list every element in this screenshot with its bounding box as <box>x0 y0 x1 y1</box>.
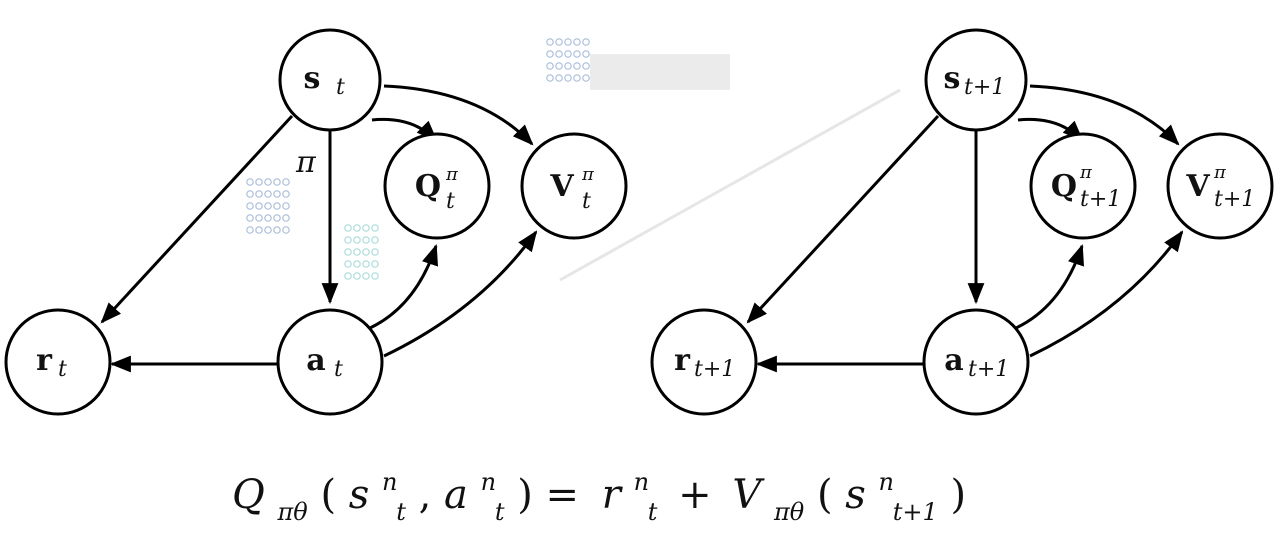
node-q-value: Q π t <box>383 132 491 240</box>
watermark-decoration <box>246 38 901 282</box>
node-v-base: V <box>549 169 574 204</box>
node-q-value: Q π t+1 <box>1029 132 1137 240</box>
edge-s-to-r <box>100 114 294 324</box>
node-state: s t <box>278 28 382 132</box>
edge-a-to-Q <box>369 244 438 330</box>
svg-text:Q πθ ( s: Q πθ ( s n t , a n t ) = r n t + V πθ ( … <box>232 454 966 530</box>
edge-s-to-V <box>1029 84 1180 146</box>
value-equation: Q πθ ( s n t , a n t ) = r n t + V πθ ( … <box>232 454 966 530</box>
node-v-sup: π <box>1213 162 1227 183</box>
eq-V-sub: πθ <box>773 498 805 526</box>
eq-r-sub: t <box>648 498 658 526</box>
node-v-value: V π t+1 <box>1166 132 1274 240</box>
node-a-sub: t+1 <box>968 357 1009 382</box>
edge-a-to-Q <box>1015 244 1084 330</box>
eq-arg1: s <box>349 472 370 518</box>
eq-r-sup: n <box>634 468 649 496</box>
node-reward: r t <box>4 308 112 416</box>
eq-arg3-sub: t+1 <box>893 498 938 526</box>
eq-arg1-sup: n <box>382 468 397 496</box>
eq-arg2-sub: t <box>495 498 505 526</box>
eq-arg1-sub: t <box>396 498 406 526</box>
node-state-sub: t <box>336 75 345 100</box>
node-state: s t+1 <box>924 28 1028 132</box>
node-r-base: r <box>674 343 691 378</box>
eq-arg2-sup: n <box>481 468 496 496</box>
node-q-sub: t+1 <box>1080 187 1121 212</box>
node-state-base: s <box>304 61 321 96</box>
node-v-value: V π t <box>520 132 628 240</box>
edge-a-to-V <box>1029 230 1184 358</box>
node-q-base: Q <box>415 169 441 204</box>
node-v-sup: π <box>581 164 595 185</box>
eq-arg3: s <box>845 472 866 518</box>
node-state-base: s <box>944 61 961 96</box>
policy-label: π <box>295 145 317 180</box>
eq-V: V <box>732 472 765 518</box>
eq-arg2: a <box>444 472 468 518</box>
node-state-sub: t+1 <box>964 75 1005 100</box>
edge-s-to-r <box>746 114 940 324</box>
eq-r: r <box>602 472 624 518</box>
edge-s-to-V <box>383 84 534 146</box>
svg-text:s: s <box>304 61 321 96</box>
node-v-sub: t+1 <box>1214 187 1255 212</box>
node-q-sup: π <box>445 164 459 185</box>
node-r-sub: t+1 <box>694 357 735 382</box>
edge-a-to-V <box>383 230 538 358</box>
node-v-base: V <box>1185 169 1210 204</box>
node-q-sub: t <box>446 189 455 214</box>
eq-Q-sub: πθ <box>277 498 309 526</box>
diagram-timestep-t: s t Q π t V π t r t a t π <box>4 28 628 416</box>
eq-arg3-sup: n <box>879 468 894 496</box>
node-r-base: r <box>36 343 53 378</box>
diagram-timestep-t-plus-1: s t+1 Q π t+1 V π t+1 r t+1 a t+1 <box>650 28 1274 416</box>
node-v-sub: t <box>582 189 591 214</box>
node-q-sup: π <box>1079 162 1093 183</box>
node-r-sub: t <box>58 357 67 382</box>
node-a-sub: t <box>334 357 343 382</box>
node-a-base: a <box>944 343 963 378</box>
node-reward: r t+1 <box>650 308 758 416</box>
node-action: a t+1 <box>922 308 1030 416</box>
eq-Q: Q <box>232 472 265 518</box>
eq-equals: = <box>546 472 580 518</box>
node-action: a t <box>276 308 384 416</box>
node-a-base: a <box>306 343 325 378</box>
node-q-base: Q <box>1051 169 1077 204</box>
eq-plus: + <box>678 472 712 518</box>
